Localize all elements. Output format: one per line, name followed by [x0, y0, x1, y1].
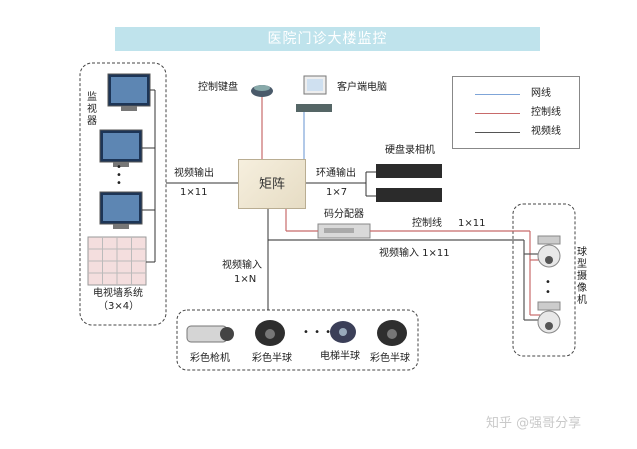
- dome-group-frame: [512, 203, 576, 357]
- control-line-label: 控制线: [412, 218, 442, 229]
- video-output-count: 1×11: [180, 187, 208, 198]
- tv-wall-size: （3×4）: [98, 301, 140, 312]
- video-output-lines: [142, 89, 238, 263]
- legend: 网线 控制线 视频线: [452, 76, 580, 149]
- diagram-title: 医院门诊大楼监控: [115, 27, 540, 51]
- camera-label-elevator-dome: 电梯半球: [320, 351, 360, 362]
- client-pc-label: 客户端电脑: [337, 82, 387, 93]
- dvr-label: 硬盘录相机: [385, 145, 435, 156]
- matrix-label: 矩阵: [259, 177, 286, 192]
- dvr-graphic: [376, 164, 442, 202]
- legend-network-swatch: [475, 94, 520, 95]
- dome-ellipsis: • •: [545, 277, 551, 298]
- code-distributor-graphic: [317, 223, 371, 239]
- color-dome-graphic-1: [255, 320, 285, 346]
- legend-video-swatch: [475, 132, 520, 133]
- legend-control-swatch: [475, 113, 520, 114]
- bullet-camera-graphic: [186, 325, 234, 343]
- camera-group-frame: [176, 309, 419, 371]
- color-dome-graphic-2: [377, 320, 407, 346]
- camera-ellipsis: • • •: [303, 327, 333, 338]
- dome-camera-vertical-label: 球型摄像机: [577, 247, 587, 306]
- tv-wall-label: 电视墙系统: [93, 288, 143, 299]
- legend-control-label: 控制线: [531, 107, 561, 118]
- control-keyboard-label: 控制键盘: [198, 82, 238, 93]
- watermark-text: 知乎 @强哥分享: [486, 416, 582, 431]
- dome-video-input-label: 视频输入 1×11: [379, 248, 450, 259]
- matrix-device: [238, 159, 306, 209]
- dome-camera-2: [537, 301, 561, 334]
- control-line-count: 1×11: [458, 218, 486, 229]
- tv-wall-grid: [87, 236, 147, 286]
- dome-camera-1: [537, 235, 561, 268]
- loop-output-lines: [304, 171, 376, 197]
- control-keyboard-graphic: [251, 85, 273, 97]
- elevator-dome-graphic: [330, 321, 356, 343]
- monitor-vertical-label: 监视器: [87, 92, 97, 127]
- monitor-group-frame: [79, 62, 167, 326]
- video-output-label: 视频输出: [174, 168, 214, 179]
- camera-label-bullet: 彩色枪机: [190, 353, 230, 364]
- monitor-2: [99, 129, 143, 167]
- client-pc-graphic: [296, 75, 332, 112]
- legend-video-label: 视频线: [531, 126, 561, 137]
- monitor-1: [107, 73, 151, 111]
- camera-label-color-dome-1: 彩色半球: [252, 353, 292, 364]
- monitor-3: [99, 191, 143, 229]
- code-distributor-label: 码分配器: [324, 209, 364, 220]
- monitor-ellipsis: • • •: [116, 162, 122, 189]
- legend-network-label: 网线: [531, 88, 551, 99]
- camera-label-color-dome-2: 彩色半球: [370, 353, 410, 364]
- loop-output-count: 1×7: [326, 187, 348, 198]
- video-input-label: 视频输入: [222, 260, 262, 271]
- loop-output-label: 环通输出: [316, 168, 356, 179]
- video-input-count: 1×N: [234, 274, 257, 285]
